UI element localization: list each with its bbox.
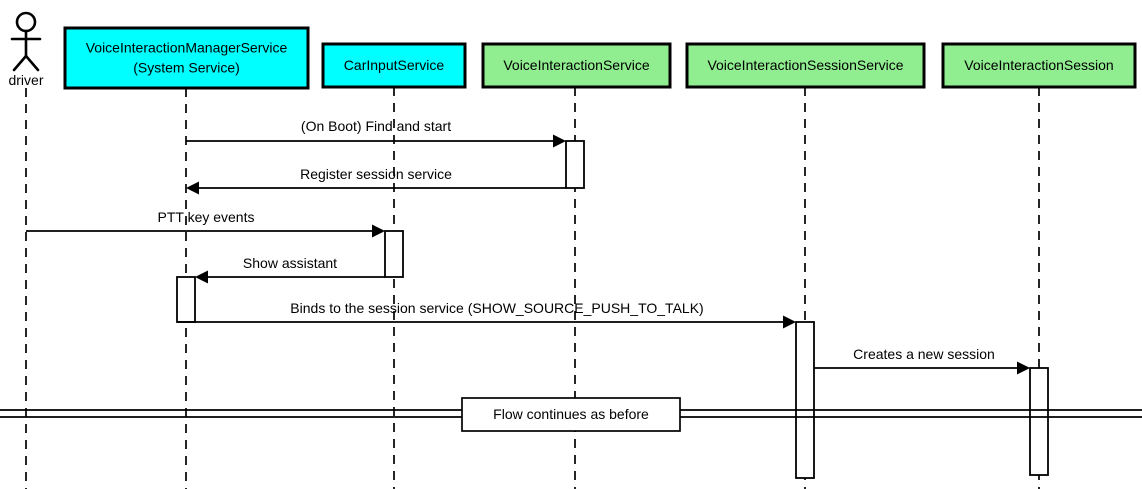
participant-boxes-layer: VoiceInteractionManagerService (System Se… — [63, 26, 1137, 90]
activation-bar-visess — [1029, 367, 1049, 476]
participant-label-vis: VoiceInteractionService — [503, 57, 650, 73]
actor-head-icon — [15, 11, 37, 33]
activation-bar-viss — [795, 321, 815, 479]
participant-label-viss: VoiceInteractionSessionService — [707, 57, 903, 73]
participant-visess[interactable]: VoiceInteractionSession — [941, 42, 1137, 89]
delay-note-box — [461, 397, 681, 432]
delay-layer: Flow continues as before — [0, 397, 1142, 432]
participant-label-visess: VoiceInteractionSession — [964, 57, 1113, 73]
activation-bar-vis — [565, 140, 585, 189]
actor-driver: driver — [8, 11, 44, 88]
participant-box-cis[interactable] — [321, 42, 467, 89]
participant-cis[interactable]: CarInputService — [321, 42, 467, 89]
msg-ptt-key-events-label: PTT key events — [157, 209, 254, 225]
msg-show-assistant-label: Show assistant — [243, 255, 337, 271]
actor-layer: driver — [8, 11, 44, 88]
activations-layer — [176, 140, 1049, 479]
msg-creates-a-new-session-label: Creates a new session — [853, 346, 995, 362]
participant-viss[interactable]: VoiceInteractionSessionService — [685, 42, 926, 89]
msg-creates-a-new-session: Creates a new session — [814, 346, 1030, 375]
participant-box-vims[interactable] — [63, 26, 310, 90]
actor-label-driver: driver — [8, 72, 43, 88]
msg-binds-to-session-service: Binds to the session service (SHOW_SOURC… — [177, 300, 796, 329]
participant-sublabel-vims: (System Service) — [133, 60, 240, 76]
activation-bar-cis — [384, 230, 404, 278]
delay-flow-continues: Flow continues as before — [0, 397, 1142, 432]
actor-leg-left — [12, 54, 28, 72]
msg-binds-to-session-service-arrowhead-icon — [783, 315, 796, 329]
msg-find-and-start-label: (On Boot) Find and start — [301, 118, 451, 134]
msg-find-and-start: (On Boot) Find and start — [186, 118, 566, 148]
participant-label-cis: CarInputService — [344, 57, 445, 73]
msg-ptt-key-events: PTT key events — [26, 209, 385, 238]
participant-vis[interactable]: VoiceInteractionService — [481, 42, 672, 89]
participant-box-viss[interactable] — [685, 42, 926, 89]
msg-binds-to-session-service-label: Binds to the session service (SHOW_SOURC… — [290, 300, 703, 316]
activation-bar-vims — [176, 276, 196, 323]
msg-find-and-start-arrowhead-icon — [553, 134, 566, 148]
msg-register-session-service-arrowhead-icon — [186, 181, 199, 195]
msg-creates-a-new-session-arrowhead-icon — [1017, 361, 1030, 375]
msg-register-session-service: Register session service — [186, 166, 566, 195]
participant-box-visess[interactable] — [941, 42, 1137, 89]
msg-register-session-service-label: Register session service — [300, 166, 452, 182]
msg-show-assistant-arrowhead-icon — [195, 270, 208, 284]
participant-vims[interactable]: VoiceInteractionManagerService (System Se… — [63, 26, 310, 90]
delay-note-label: Flow continues as before — [493, 406, 649, 422]
msg-show-assistant: Show assistant — [195, 255, 385, 284]
participant-box-vis[interactable] — [481, 42, 672, 89]
actor-leg-right — [24, 54, 40, 72]
participant-label-vims: VoiceInteractionManagerService — [86, 40, 288, 56]
msg-ptt-key-events-arrowhead-icon — [372, 224, 385, 238]
